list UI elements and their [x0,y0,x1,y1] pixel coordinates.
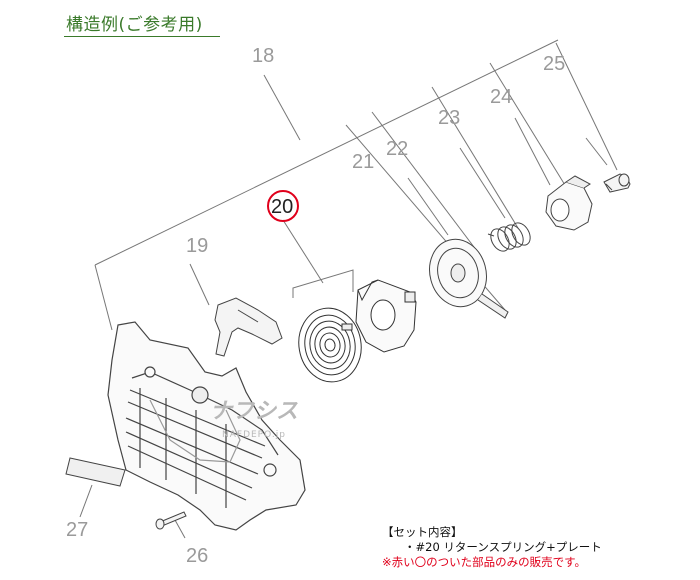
bolt-part [155,511,187,530]
callout-26: 26 [186,545,208,567]
callout-24: 24 [490,86,512,108]
callout-23: 23 [438,107,460,129]
set-contents-note: 【セット内容】 ・#20 リターンスプリング+プレート ※赤い〇のついた部品のみ… [382,525,602,570]
return-spring-part [298,307,362,383]
note-title: 【セット内容】 [382,525,463,539]
title-underline [64,36,220,37]
highlight-ring [267,190,299,222]
callout-20: 20 [271,196,293,218]
callout-19: 19 [186,235,208,257]
note-item: ・#20 リターンスプリング+プレート [404,540,602,554]
watermark-url: NAFDEPO.jp [222,430,286,440]
watermark-logo: ナフシス [210,399,298,424]
hub-part [545,175,593,231]
callout-22: 22 [386,138,408,160]
coil-spring-part [487,222,531,252]
callout-25: 25 [543,53,565,75]
callout-18: 18 [252,45,274,67]
leader-lines [79,39,618,539]
spring-plate-part [355,279,417,353]
callout-21: 21 [352,151,374,173]
label-plate-part [65,457,126,487]
callout-27: 27 [66,519,88,541]
note-warning: ※赤い〇のついた部品のみの販売です。 [382,555,586,569]
screw-part [603,173,631,193]
starter-handle-part [214,297,283,357]
page-title: 構造例(ご参考用) [66,15,203,35]
rope-reel-part [429,238,509,319]
housing-part [107,321,306,531]
